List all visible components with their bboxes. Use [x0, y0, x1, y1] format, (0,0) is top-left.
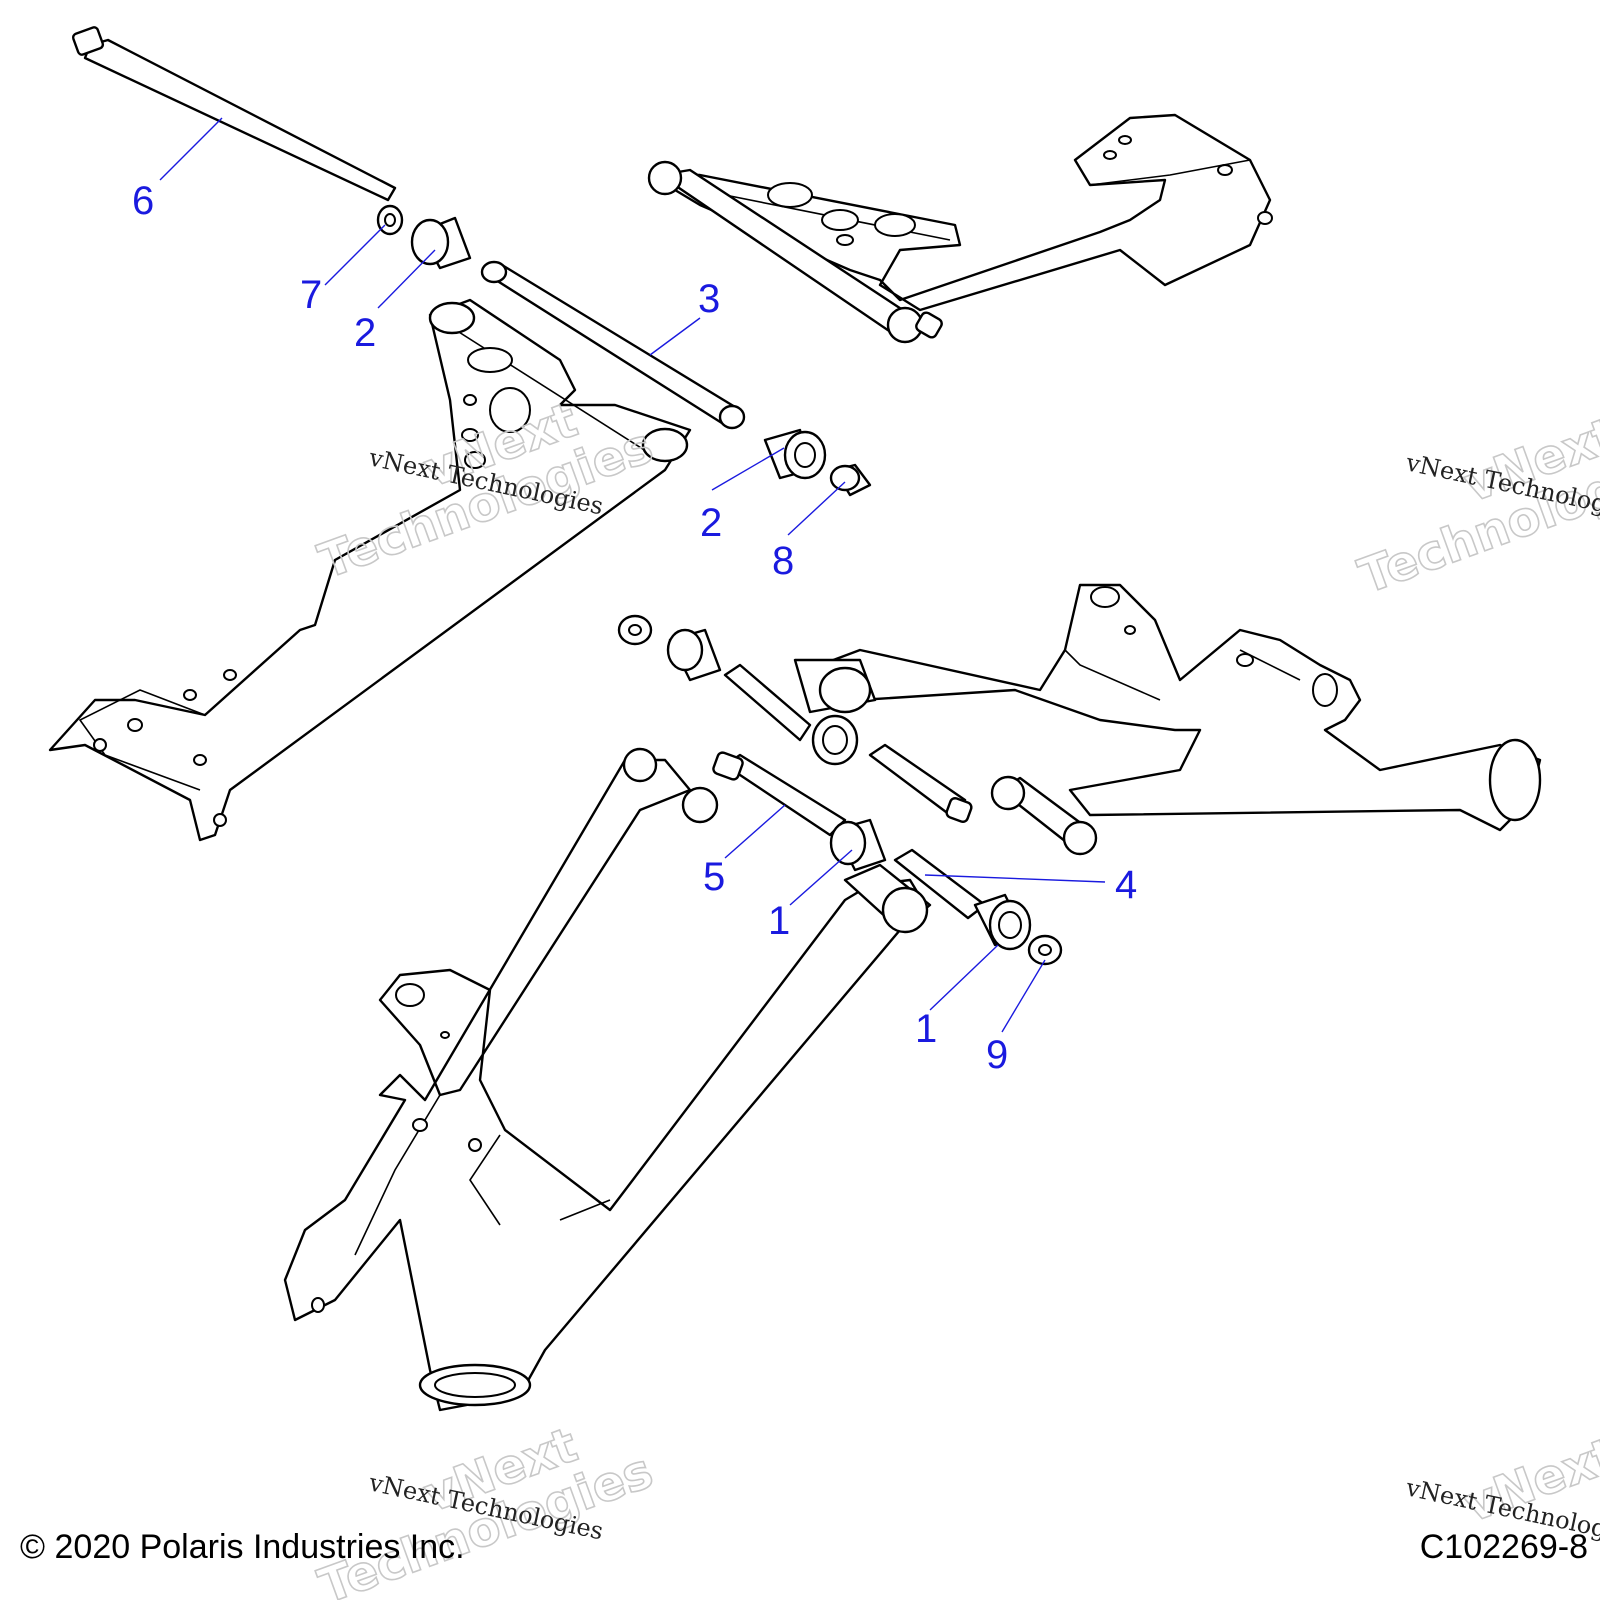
bushing-middle-upper: [666, 628, 722, 682]
upper-control-arm-top-right: [647, 113, 1273, 344]
pivot-bolt-right: [990, 775, 1098, 856]
copyright-notice: © 2020 Polaris Industries Inc.: [20, 1528, 465, 1566]
callout-6: 6: [132, 179, 154, 223]
callout-2-lower: 2: [700, 501, 722, 545]
bushing-2-lower: [763, 428, 827, 480]
nut-middle-upper: [617, 614, 653, 646]
bolt-6: [71, 26, 397, 202]
washer-7: [376, 204, 404, 236]
callout-labels: 6 7 2 3 2 8 5 1 4 1 9: [132, 179, 1137, 1077]
callout-5: 5: [703, 855, 725, 899]
leader-lines: [159, 117, 1106, 1033]
bushing-middle-lower: [811, 714, 859, 766]
sleeve-3: [480, 260, 746, 430]
bolt-middle: [868, 743, 973, 823]
bushing-1-upper: [829, 818, 887, 872]
sleeve-middle-upper: [723, 663, 812, 742]
callout-1-upper: 1: [768, 899, 790, 943]
callout-7: 7: [300, 273, 322, 317]
bolt-5: [712, 751, 847, 837]
callout-3: 3: [698, 277, 720, 321]
upper-control-arm-left: [48, 298, 692, 842]
nut-9: [1027, 934, 1063, 966]
lower-control-arm-right: [793, 583, 1542, 832]
callout-2-upper: 2: [354, 311, 376, 355]
trailing-arm-bottom: [283, 747, 932, 1412]
nut-8: [829, 463, 872, 497]
bushing-2-upper: [410, 216, 472, 270]
drawing-number: C102269-8: [1419, 1528, 1588, 1566]
bushing-1-lower: [973, 893, 1032, 951]
callout-9: 9: [986, 1033, 1008, 1077]
callout-4: 4: [1115, 863, 1137, 907]
callout-1-lower: 1: [915, 1007, 937, 1051]
callout-8: 8: [772, 539, 794, 583]
